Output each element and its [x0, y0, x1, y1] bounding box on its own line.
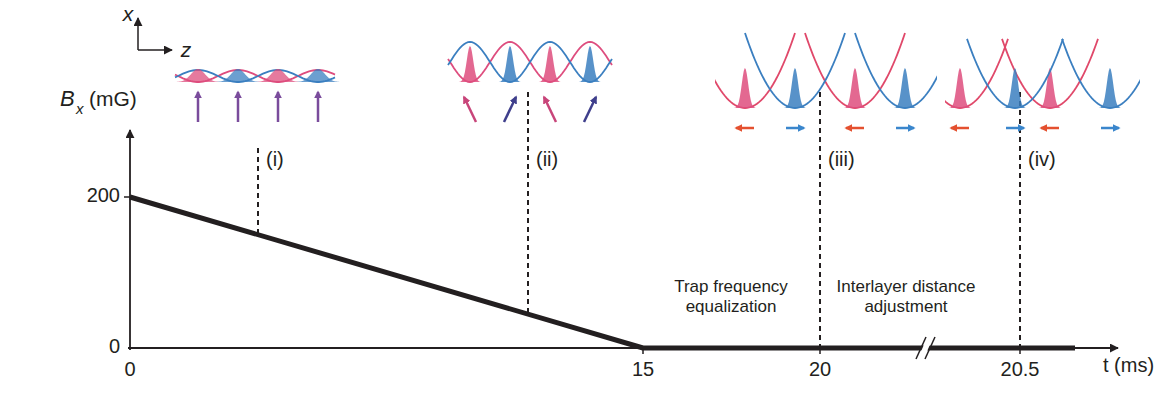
- stage-label: (i): [266, 148, 284, 171]
- harmonic-trap: [945, 39, 1008, 108]
- axis-subscript: x: [76, 100, 84, 117]
- stage-label: (iii): [828, 148, 855, 171]
- time-marker: [527, 92, 529, 312]
- atom-cloud: [844, 68, 866, 108]
- tick-label: 0: [109, 335, 120, 358]
- break-mark: [925, 337, 935, 359]
- y-axis: [129, 130, 131, 350]
- phase-label: Trap frequency equalization: [656, 277, 806, 316]
- atom-cloud: [579, 46, 601, 82]
- atom-cloud: [1099, 68, 1121, 108]
- atom-cloud: [539, 46, 561, 82]
- lattice-illustrations: [174, 33, 1159, 108]
- atom-cloud: [294, 69, 343, 82]
- axis-name: z: [181, 38, 192, 62]
- tick: [124, 196, 130, 198]
- atom-cloud: [734, 68, 756, 108]
- harmonic-trap: [855, 33, 937, 108]
- atom-cloud: [894, 68, 916, 108]
- tick-label: 20.5: [1001, 358, 1040, 381]
- tick-label: 20: [809, 358, 831, 381]
- axis-unit: (mG): [89, 87, 137, 111]
- axis-symbol: B: [60, 86, 75, 111]
- tilted-spin-arrows: [464, 97, 596, 122]
- atom-cloud: [1039, 68, 1061, 108]
- z-axis-arrow: [138, 49, 172, 51]
- time-marker: [819, 92, 821, 346]
- stage-label: (iv): [1028, 148, 1056, 171]
- tick-label: 0: [124, 358, 135, 381]
- tick-label: 200: [87, 184, 120, 207]
- harmonic-trap: [715, 33, 795, 108]
- axis-label: t (ms): [1103, 354, 1154, 377]
- spin-arrows: [198, 92, 318, 122]
- atom-cloud: [459, 46, 481, 82]
- harmonic-trap: [805, 33, 905, 108]
- lattice-potential: [448, 42, 612, 82]
- stage-label: (ii): [536, 148, 558, 171]
- atom-cloud: [214, 69, 263, 82]
- harmonic-trap: [1062, 39, 1140, 108]
- shift-arrows: [736, 127, 1119, 130]
- atom-cloud: [499, 46, 521, 82]
- atom-cloud: [174, 69, 223, 82]
- axis-name: x: [123, 2, 134, 26]
- atom-cloud: [949, 68, 971, 108]
- atom-cloud: [784, 68, 806, 108]
- harmonic-trap: [745, 33, 845, 108]
- x-axis-arrow: [137, 18, 139, 50]
- time-marker: [1019, 92, 1021, 346]
- field-ramp: [130, 197, 1075, 348]
- atom-cloud: [1004, 68, 1026, 108]
- time-marker: [257, 148, 259, 234]
- atom-cloud: [254, 69, 303, 82]
- harmonic-trap: [1002, 39, 1098, 108]
- tick-label: 15: [632, 358, 654, 381]
- lattice-potential: [448, 42, 612, 82]
- harmonic-trap: [967, 39, 1063, 108]
- phase-label: Interlayer distance adjustment: [826, 277, 986, 316]
- break-mark: [916, 337, 926, 359]
